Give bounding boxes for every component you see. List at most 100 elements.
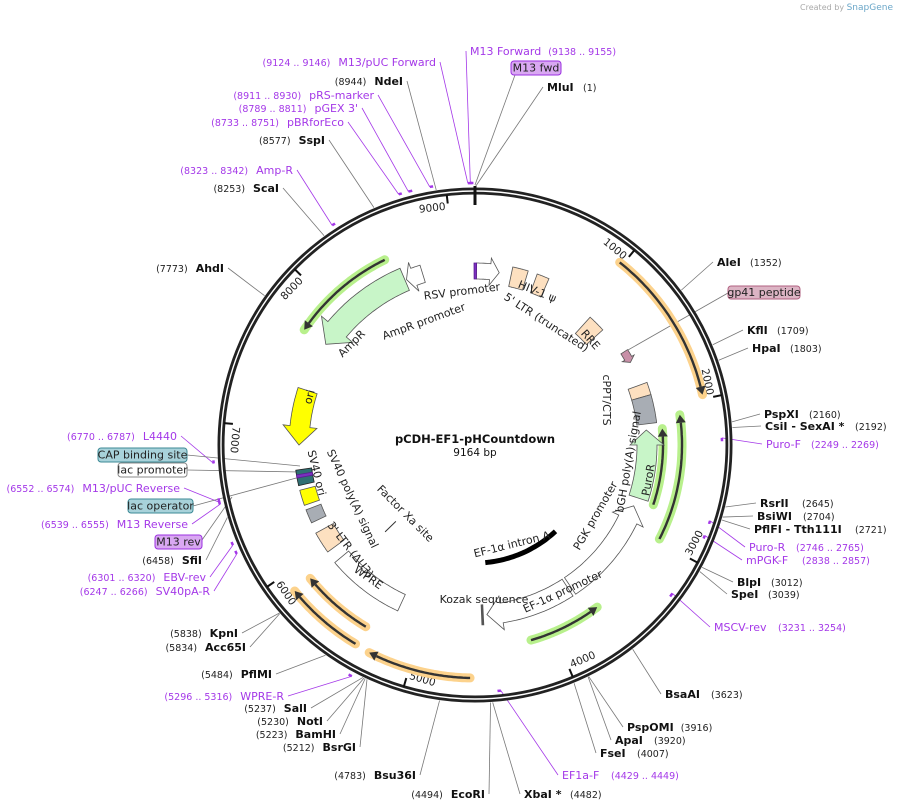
primer-label[interactable]: (8789 .. 8811)pGEX 3' [239, 102, 358, 115]
enzyme-site-name[interactable]: RsrII [760, 497, 789, 510]
pgk-promoter-feature[interactable] [563, 505, 644, 595]
enzyme-site-name[interactable]: SspI [299, 134, 325, 147]
enzyme-site-name[interactable]: FseI [600, 747, 626, 760]
primer-name[interactable]: EF1a-F [562, 769, 599, 782]
primer-marker[interactable] [217, 498, 221, 503]
primer-name[interactable]: M13 Forward [470, 45, 541, 58]
feature-box-label[interactable]: CAP binding site [98, 449, 188, 462]
wpre-feature[interactable] [334, 550, 406, 612]
orf-arrow-topleft[interactable] [307, 258, 386, 325]
primer-name[interactable]: L4440 [143, 430, 177, 443]
enzyme-site-name[interactable]: MluI [547, 81, 574, 94]
primer-marker[interactable] [348, 673, 353, 678]
enzyme-site-label[interactable]: (8577)SspI [259, 134, 325, 147]
enzyme-site-name[interactable]: BsiWI [757, 510, 792, 523]
feature-label[interactable]: AmpR promoter [381, 300, 468, 342]
enzyme-site-name[interactable]: ApaI [615, 734, 643, 747]
kozak-feature[interactable] [480, 604, 485, 626]
enzyme-site-name[interactable]: XbaI * [524, 788, 562, 801]
factor-xa-site-feature[interactable] [384, 521, 397, 533]
enzyme-site-name[interactable]: PspOMI [627, 721, 674, 734]
enzyme-site-name[interactable]: HpaI [752, 342, 781, 355]
enzyme-site-name[interactable]: AleI [717, 256, 741, 269]
enzyme-site-name[interactable]: SpeI [731, 588, 758, 601]
puror-feature[interactable] [628, 429, 666, 502]
enzyme-site-name[interactable]: BsrGI [323, 741, 356, 754]
feature-label[interactable]: ori [301, 388, 317, 405]
ampr-feature[interactable] [320, 267, 410, 345]
primer-marker[interactable] [408, 189, 413, 193]
enzyme-site-name[interactable]: Acc65I [205, 641, 246, 654]
primer-name[interactable]: MSCV-rev [714, 621, 767, 634]
enzyme-site-name[interactable]: KflI [747, 324, 768, 337]
ltr3-feature[interactable] [315, 522, 345, 553]
rre-feature[interactable] [574, 316, 604, 346]
feature-box-label[interactable]: lac operator [127, 500, 194, 513]
enzyme-site-name[interactable]: AhdI [196, 262, 224, 275]
primer-label[interactable]: (8323 .. 8342)Amp-R [180, 164, 293, 177]
feature-label[interactable]: Factor Xa site [374, 483, 436, 545]
m13-primer-marker[interactable] [296, 471, 314, 479]
ori-feature[interactable] [282, 386, 318, 446]
feature-box-label[interactable]: M13 fwd [513, 62, 560, 75]
feature-label[interactable]: RSV promoter [423, 280, 501, 302]
primer-name[interactable]: pRS-marker [309, 89, 374, 102]
primer-marker[interactable] [234, 550, 238, 555]
primer-name[interactable]: SV40pA-R [156, 585, 211, 598]
orf-arrow-right[interactable] [618, 261, 702, 388]
primer-name[interactable]: EBV-rev [163, 571, 206, 584]
ltr5-feature[interactable] [508, 266, 529, 291]
feature-label[interactable]: PuroR [639, 463, 657, 497]
rsv-promoter-feature[interactable] [475, 256, 500, 287]
orf-arrow-bottomright[interactable] [530, 610, 592, 642]
enzyme-site-label[interactable]: (5212)BsrGI [283, 741, 356, 754]
enzyme-site-name[interactable]: NotI [297, 715, 323, 728]
primer-name[interactable]: Amp-R [256, 164, 293, 177]
primer-label[interactable]: (6552 .. 6574)M13/pUC Reverse [7, 482, 181, 495]
primer-marker[interactable] [398, 192, 403, 196]
enzyme-site-name[interactable]: SalI [284, 702, 307, 715]
rsv-marker[interactable] [473, 262, 478, 280]
feature-label[interactable]: cPPT/CTS [600, 374, 613, 425]
primer-name[interactable]: M13 Reverse [117, 518, 188, 531]
ampr-promoter-feature[interactable] [406, 262, 426, 292]
enzyme-site-name[interactable]: CsiI - SexAI * [765, 420, 845, 433]
primer-marker[interactable] [669, 592, 674, 598]
enzyme-site-label[interactable]: (4783)Bsu36I [334, 769, 416, 782]
orf-arrow-right-outer[interactable] [658, 422, 684, 540]
feature-box-label[interactable]: gp41 peptide [727, 286, 801, 299]
enzyme-site-name[interactable]: EcoRI [451, 788, 485, 801]
orf-arrow-right-inner[interactable] [652, 436, 665, 506]
enzyme-site-name[interactable]: BlpI [737, 576, 761, 589]
primer-marker[interactable] [429, 185, 434, 189]
enzyme-site-label[interactable]: (7773)AhdI [156, 262, 224, 275]
feature-box[interactable] [117, 462, 188, 478]
enzyme-site-name[interactable]: Bsu36I [374, 769, 416, 782]
hiv-psi-feature[interactable] [529, 273, 550, 298]
feature-box-label[interactable]: M13 rev [156, 536, 201, 549]
sv40-ori-feature[interactable] [299, 485, 321, 506]
sv40-polya-feature[interactable] [305, 503, 327, 524]
feature-box-label[interactable]: lac promoter [117, 464, 188, 477]
orf-arrow-bottom[interactable] [375, 655, 471, 680]
primer-marker[interactable] [230, 541, 235, 546]
enzyme-site-name[interactable]: PflMI [241, 668, 272, 681]
enzyme-site-label[interactable]: (5237)SalI [244, 702, 307, 715]
primer-label[interactable]: (6301 .. 6320)EBV-rev [88, 571, 207, 584]
enzyme-site-name[interactable]: NdeI [374, 75, 403, 88]
primer-label[interactable]: (5296 .. 5316)WPRE-R [164, 690, 284, 703]
primer-name[interactable]: M13/pUC Reverse [82, 482, 180, 495]
enzyme-site-label[interactable]: (5834)Acc65I [165, 641, 246, 654]
feature-box[interactable] [127, 498, 194, 514]
enzyme-site-label[interactable]: (5223)BamHI [256, 728, 336, 741]
orf-arrow-left-inner[interactable] [314, 583, 367, 628]
primer-label[interactable]: (9124 .. 9146)M13/pUC Forward [262, 56, 436, 69]
gp41-feature[interactable] [620, 349, 636, 363]
primer-name[interactable]: pBRforEco [287, 116, 344, 129]
primer-name[interactable]: WPRE-R [240, 690, 284, 703]
primer-marker[interactable] [702, 535, 706, 539]
enzyme-site-label[interactable]: (4494)EcoRI [411, 788, 485, 801]
enzyme-site-name[interactable]: BamHI [295, 728, 336, 741]
feature-box[interactable] [727, 285, 801, 300]
primer-label[interactable]: (8733 .. 8751)pBRforEco [211, 116, 344, 129]
